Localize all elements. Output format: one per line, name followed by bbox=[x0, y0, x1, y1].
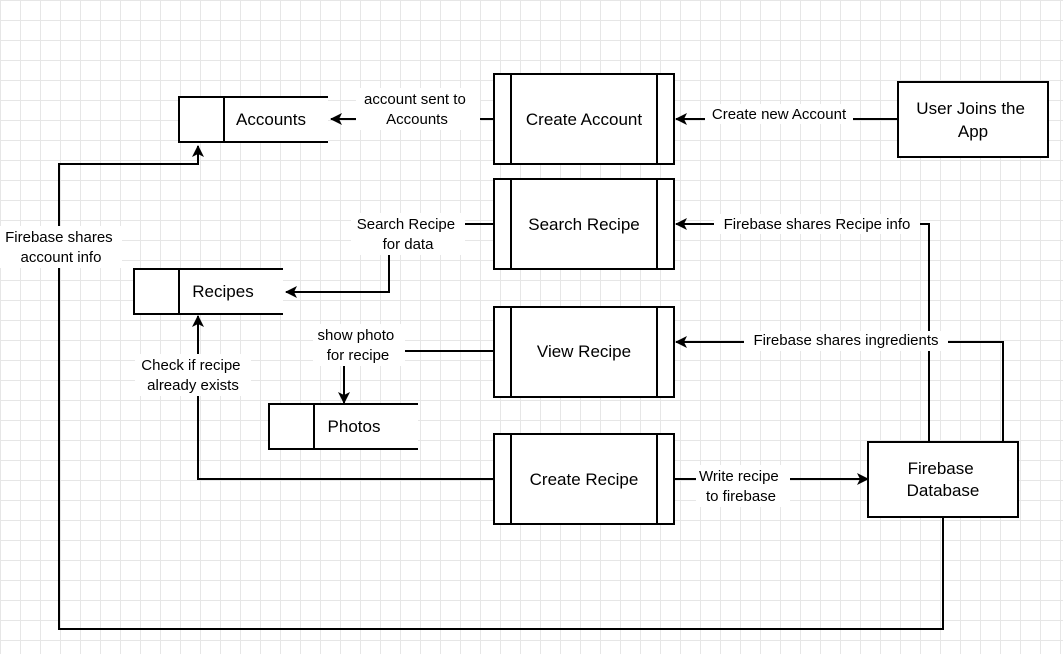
svg-text:Firebase shares ingredients: Firebase shares ingredients bbox=[753, 332, 938, 349]
process-create-recipe-label: Create Recipe bbox=[530, 470, 639, 489]
svg-text:Write recipe to firebase: Write recipe to firebase bbox=[699, 468, 783, 505]
label-write-recipe: Write recipe to firebase bbox=[696, 465, 790, 507]
entity-firebase-database: Firebase Database bbox=[867, 441, 1019, 518]
store-photos-label: Photos bbox=[328, 417, 381, 436]
svg-text:account sent to Accounts: account sent to Accounts bbox=[364, 91, 470, 128]
flow-firebase-ingredients bbox=[675, 336, 1004, 442]
flow-firebase-to-accounts bbox=[58, 145, 944, 630]
label-account-sent: account sent to Accounts bbox=[356, 88, 480, 130]
svg-text:Create new Account: Create new Account bbox=[712, 106, 847, 123]
label-firebase-recipe-info: Firebase shares Recipe info bbox=[714, 214, 920, 234]
label-show-photo: show photo for recipe bbox=[313, 324, 405, 366]
store-accounts: Accounts bbox=[178, 96, 328, 143]
label-firebase-ingredients: Firebase shares ingredients bbox=[744, 331, 948, 351]
label-search-recipe-data: Search Recipe for data bbox=[351, 213, 465, 255]
svg-text:Firebase shares account: Firebase shares account info bbox=[5, 229, 117, 266]
svg-text:show photo for recipe: show photo for recipe bbox=[318, 327, 399, 364]
store-recipes: Recipes bbox=[133, 268, 283, 315]
store-accounts-label: Accounts bbox=[236, 110, 306, 129]
process-view-recipe: View Recipe bbox=[493, 306, 675, 398]
store-photos: Photos bbox=[268, 403, 418, 450]
process-create-account: Create Account bbox=[493, 73, 675, 165]
label-check-recipe: Check if recipe already exists bbox=[135, 354, 251, 396]
process-search-recipe-label: Search Recipe bbox=[528, 215, 640, 234]
entity-user-joins-app: User Joins the App bbox=[897, 81, 1049, 158]
svg-text:Check if recipe already: Check if recipe already exists bbox=[141, 357, 244, 394]
process-create-recipe: Create Recipe bbox=[493, 433, 675, 525]
label-create-new-account: Create new Account bbox=[705, 104, 853, 124]
label-firebase-account-info: Firebase shares account info bbox=[0, 226, 122, 268]
entity-firebase-database-label: Firebase Database bbox=[907, 459, 980, 500]
process-search-recipe: Search Recipe bbox=[493, 178, 675, 270]
entity-user-joins-app-label: User Joins the App bbox=[916, 99, 1029, 141]
process-view-recipe-label: View Recipe bbox=[537, 342, 631, 361]
process-create-account-label: Create Account bbox=[526, 110, 643, 129]
svg-text:Firebase shares Recipe info: Firebase shares Recipe info bbox=[724, 216, 911, 233]
store-recipes-label: Recipes bbox=[192, 282, 253, 301]
svg-text:Search Recipe for data: Search Recipe for data bbox=[357, 216, 460, 253]
